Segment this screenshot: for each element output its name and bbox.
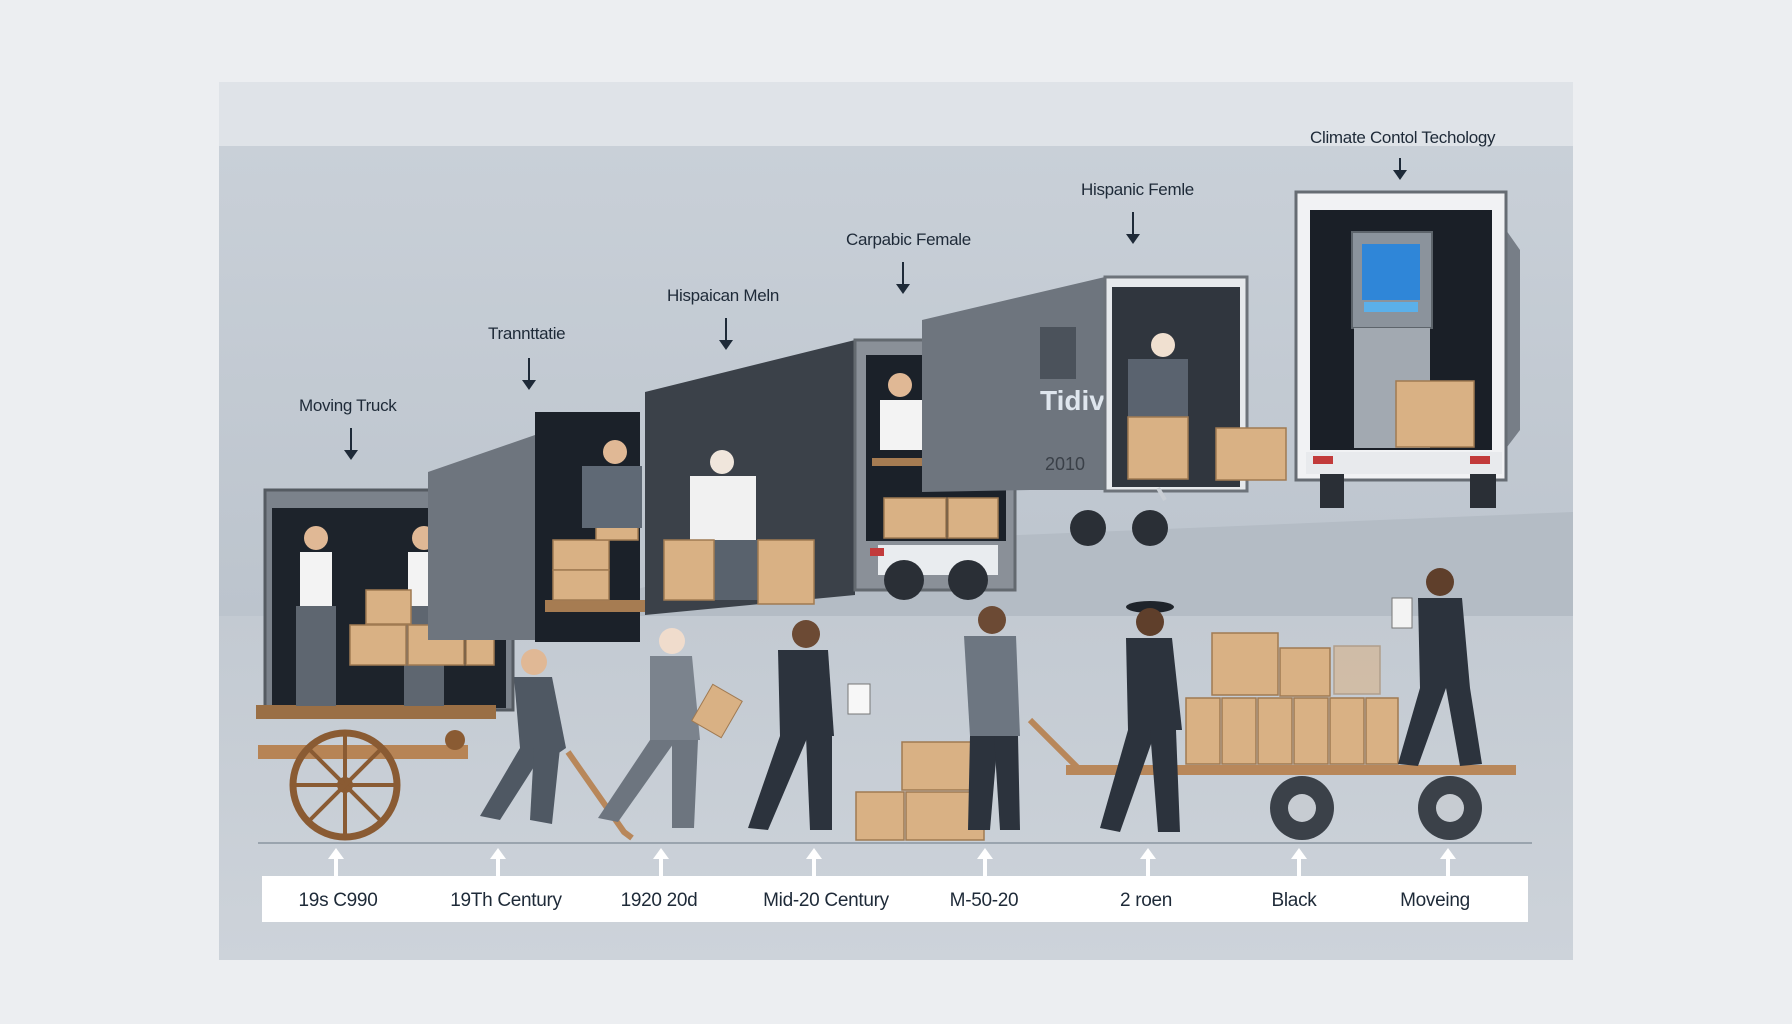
laptop-worker-2 bbox=[1391, 568, 1482, 766]
up-arrow-icon bbox=[806, 848, 822, 880]
laptop-worker-1 bbox=[748, 620, 871, 830]
era-label-7: Black bbox=[1271, 890, 1317, 911]
up-arrow-icon bbox=[1140, 848, 1156, 880]
timeline-baseline bbox=[258, 842, 1532, 844]
top-label-hispanic-male: Hispaican Meln bbox=[667, 286, 780, 305]
up-arrow-icon bbox=[1291, 848, 1307, 880]
up-arrow-icon bbox=[1440, 848, 1456, 880]
box-carrier-worker bbox=[598, 628, 743, 828]
top-label-hispanic-female: Hispanic Femle bbox=[1081, 180, 1194, 199]
down-arrow-icon bbox=[1393, 158, 1407, 180]
hat-worker bbox=[1100, 601, 1182, 832]
top-label-carpabic-female: Carpabic Female bbox=[846, 230, 971, 249]
down-arrow-icon bbox=[344, 428, 358, 460]
era-label-3: 1920 20d bbox=[620, 890, 698, 911]
era-label-1: 19s C990 bbox=[298, 890, 378, 911]
era-label-6: 2 roen bbox=[1119, 890, 1173, 911]
era-label-8: Moveing bbox=[1400, 890, 1470, 911]
up-arrow-icon bbox=[328, 848, 344, 880]
top-label-climate-control: Climate Contol Techology bbox=[1310, 128, 1496, 147]
cart-boxes bbox=[1185, 632, 1399, 765]
hand-truck-worker-2 bbox=[964, 606, 1083, 830]
platform-cart bbox=[1066, 765, 1516, 840]
top-label-transportation: Trannttatie bbox=[488, 324, 566, 343]
era-label-5: M-50-20 bbox=[949, 890, 1019, 911]
truck-2 bbox=[428, 412, 655, 642]
era-label-2: 19Th Century bbox=[450, 890, 562, 911]
truck-side-year: 2010 bbox=[1045, 454, 1085, 474]
down-arrow-icon bbox=[522, 358, 536, 390]
truck-4: Tidive 2010 bbox=[922, 275, 1287, 546]
down-arrow-icon bbox=[896, 262, 910, 294]
era-label-4: Mid-20 Century bbox=[763, 890, 889, 911]
era-label-bar bbox=[262, 876, 1528, 922]
up-arrow-icon bbox=[653, 848, 669, 880]
top-label-moving-truck: Moving Truck bbox=[299, 396, 397, 415]
up-arrow-icon bbox=[977, 848, 993, 880]
down-arrow-icon bbox=[719, 318, 733, 350]
up-arrow-icon bbox=[490, 848, 506, 880]
truck-5 bbox=[1294, 190, 1520, 508]
climate-screen bbox=[1362, 244, 1420, 300]
down-arrow-icon bbox=[1126, 212, 1140, 244]
hand-truck-worker-1 bbox=[480, 649, 634, 841]
box-stack-ground bbox=[855, 741, 985, 841]
